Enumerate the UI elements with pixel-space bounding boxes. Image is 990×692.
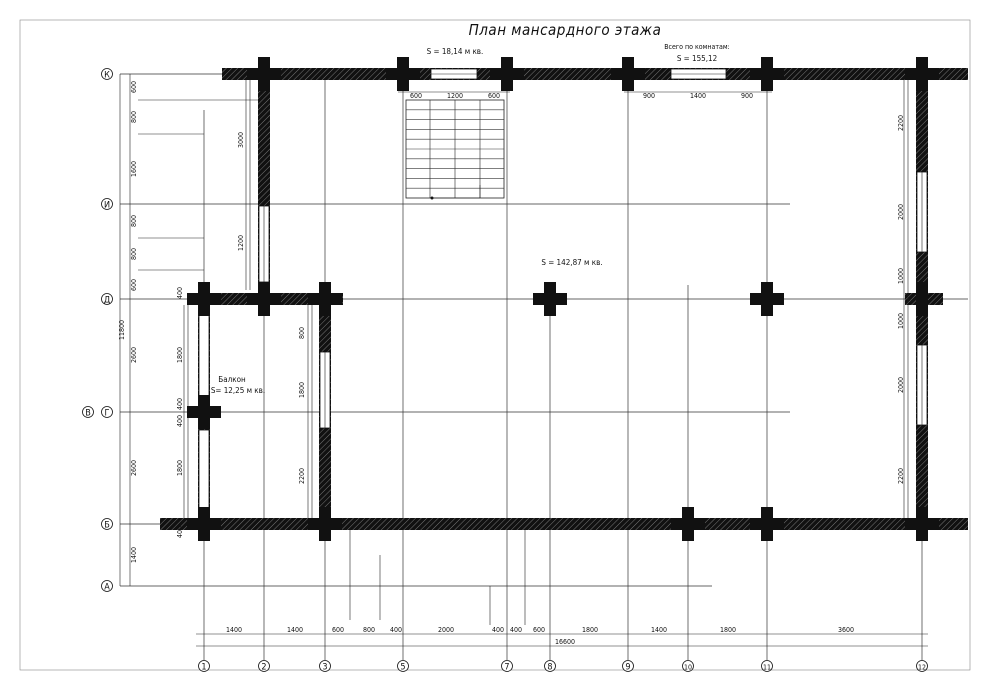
axis-bottom-9: 9 xyxy=(625,663,630,673)
dim-right-wall-1: 2200 xyxy=(897,115,905,131)
windows xyxy=(198,68,928,511)
axis-bottom-3: 3 xyxy=(322,663,327,673)
dim-left-7: 2600 xyxy=(130,347,138,363)
dim-balcony-right-1: 800 xyxy=(298,327,306,339)
axis-bottom-1: 1 xyxy=(201,663,206,673)
dim-wall-left-2: 1200 xyxy=(237,235,245,251)
axis-grid-lines xyxy=(120,73,968,660)
dim-balcony-left-4: 400 xyxy=(176,415,184,427)
dim-right-wall-3: 1000 xyxy=(897,268,905,284)
dim-bottom-1: 1400 xyxy=(226,626,242,634)
dim-top-right-3: 900 xyxy=(741,92,753,100)
dim-bottom-5: 400 xyxy=(390,626,402,634)
dim-balcony-left-3: 400 xyxy=(176,398,184,410)
dim-top-stair-2: 1200 xyxy=(447,92,463,100)
axis-left-k: К xyxy=(104,71,110,81)
dim-top-right-2: 1400 xyxy=(690,92,706,100)
left-dim-labels: 600 800 1600 800 800 600 2600 2600 1400 … xyxy=(118,81,138,563)
wall-dim-labels: 3000 1200 400 1800 400 400 1800 400 800 … xyxy=(176,115,905,538)
dim-balcony-left-6: 400 xyxy=(176,526,184,538)
axis-bottom-12: 12 xyxy=(918,664,926,672)
dim-balcony-right-2: 1800 xyxy=(298,382,306,398)
dimension-lines xyxy=(119,74,928,647)
axis-left-v: В xyxy=(85,409,91,419)
axis-left-d: Д xyxy=(104,296,110,306)
dim-balcony-left-1: 400 xyxy=(176,287,184,299)
axis-left-g: Г xyxy=(105,409,110,419)
dim-bottom-13: 3600 xyxy=(838,626,854,634)
dim-left-9: 1400 xyxy=(130,547,138,563)
dim-left-1: 600 xyxy=(130,81,138,93)
bottom-axis-markers: 1 2 3 5 7 8 9 10 11 12 xyxy=(198,660,928,673)
total-area-value: S = 155,12 xyxy=(677,54,717,63)
axis-bottom-8: 8 xyxy=(547,663,552,673)
dim-left-5: 800 xyxy=(130,248,138,260)
dim-right-wall-4: 1000 xyxy=(897,313,905,329)
total-area-caption: Всего по комнатам: xyxy=(664,43,730,51)
dim-bottom-12: 1800 xyxy=(720,626,736,634)
dim-top-right-1: 900 xyxy=(643,92,655,100)
dim-bottom-10: 1800 xyxy=(582,626,598,634)
dim-bottom-4: 800 xyxy=(363,626,375,634)
columns xyxy=(187,57,939,541)
dim-bottom-7: 400 xyxy=(492,626,504,634)
dim-bottom-8: 400 xyxy=(510,626,522,634)
plan-title: План мансардного этажа xyxy=(469,21,662,39)
axis-bottom-2: 2 xyxy=(261,663,266,673)
balcony-area: S= 12,25 м кв. xyxy=(211,386,265,395)
balcony-name: Балкон xyxy=(218,375,246,384)
axis-bottom-7: 7 xyxy=(504,663,509,673)
axis-bottom-5: 5 xyxy=(400,663,405,673)
dim-top-stair-3: 600 xyxy=(488,92,500,100)
axis-left-a: А xyxy=(104,583,110,593)
dim-left-8: 2600 xyxy=(130,460,138,476)
dim-left-3: 1600 xyxy=(130,161,138,177)
dim-bottom-2: 1400 xyxy=(287,626,303,634)
dim-bottom-6: 2000 xyxy=(438,626,454,634)
left-axis-markers: К И Д Г Б А В xyxy=(82,68,113,593)
dim-right-wall-2: 2000 xyxy=(897,204,905,220)
staircase xyxy=(405,99,505,200)
dim-left-4: 800 xyxy=(130,215,138,227)
dim-left-2: 800 xyxy=(130,111,138,123)
dim-left-total: 11800 xyxy=(118,320,126,340)
axis-left-b: Б xyxy=(104,521,110,531)
axis-bottom-11: 11 xyxy=(763,664,771,672)
dim-balcony-left-2: 1800 xyxy=(176,347,184,363)
dim-bottom-3: 600 xyxy=(332,626,344,634)
axis-left-i: И xyxy=(104,201,110,211)
main-area-label: S = 142,87 м кв. xyxy=(541,258,602,267)
sheet-frame xyxy=(19,19,971,671)
dim-right-wall-6: 2200 xyxy=(897,468,905,484)
dim-balcony-left-5: 1800 xyxy=(176,460,184,476)
dim-bottom-9: 600 xyxy=(533,626,545,634)
dim-balcony-right-3: 2200 xyxy=(298,468,306,484)
dim-wall-left-1: 3000 xyxy=(237,132,245,148)
axis-bottom-10: 10 xyxy=(684,664,692,672)
dim-top-stair-1: 600 xyxy=(410,92,422,100)
dim-left-6: 600 xyxy=(130,279,138,291)
dim-right-wall-5: 2000 xyxy=(897,377,905,393)
stair-area-label: S = 18,14 м кв. xyxy=(427,47,484,56)
dim-bottom-11: 1400 xyxy=(651,626,667,634)
dim-bottom-total: 16600 xyxy=(555,638,575,646)
